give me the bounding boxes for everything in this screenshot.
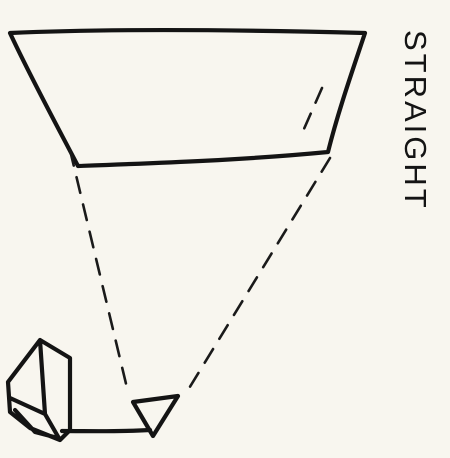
straight-label: STRAIGHT <box>398 30 433 211</box>
